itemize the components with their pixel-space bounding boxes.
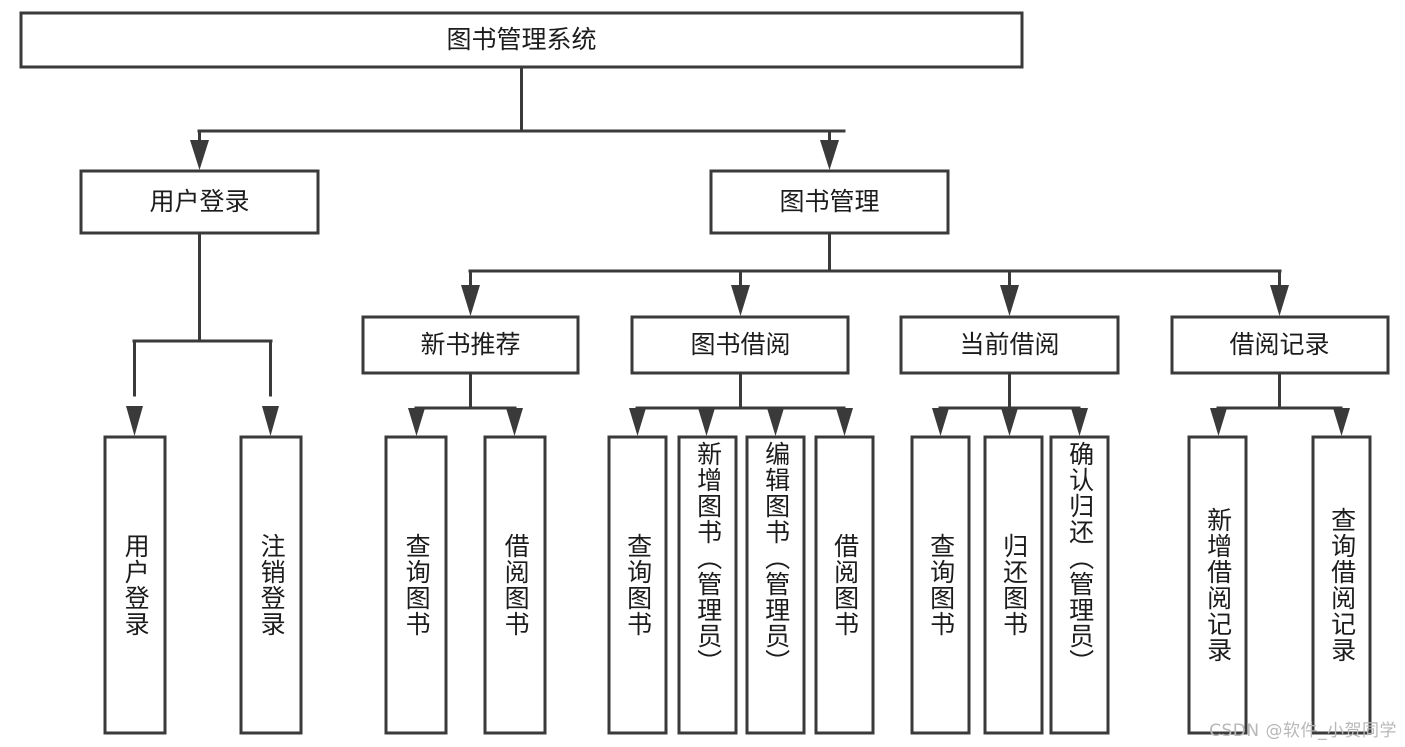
arrow-bm-to-borrow-record: [1270, 285, 1289, 316]
leaf-borrow-book-box[interactable]: [814, 435, 875, 735]
arrow-nbr-to-leaf-borrow-book: [506, 408, 523, 436]
node-book-borrow-label: 图书借阅: [690, 330, 790, 359]
arrow-nbr-to-leaf-query-book: [408, 408, 425, 436]
arrow-bm-to-current-borrow: [1000, 285, 1019, 316]
arrow-br-to-leaf-query-record: [1333, 408, 1350, 436]
node-current-borrow[interactable]: 当前借阅: [899, 315, 1120, 375]
node-new-book-recommend-box[interactable]: [361, 315, 580, 375]
leaf-add-book-admin-box[interactable]: [677, 435, 738, 735]
node-borrow-record[interactable]: 借阅记录: [1170, 315, 1390, 375]
node-book-manage-label: 图书管理: [779, 187, 879, 216]
arrow-cb-to-leaf-return-book: [1001, 408, 1018, 436]
node-root-box[interactable]: [19, 11, 1024, 69]
node-borrow-record-label: 借阅记录: [1229, 330, 1329, 359]
node-borrow-record-box[interactable]: [1170, 315, 1390, 375]
arrow-root-to-user-login: [190, 140, 209, 170]
connector-group-book-manage: [461, 231, 1289, 316]
node-book-borrow[interactable]: 图书借阅: [630, 315, 850, 375]
node-root-label: 图书管理系统: [446, 25, 596, 54]
node-book-manage[interactable]: 图书管理: [709, 169, 950, 235]
connector-group-book-borrow: [629, 371, 853, 436]
leaf-boxes: [103, 435, 1372, 735]
node-user-login-box[interactable]: [79, 169, 320, 235]
connector-group-root: [190, 65, 846, 170]
node-new-book-recommend[interactable]: 新书推荐: [361, 315, 580, 375]
leaf-user-logout-box[interactable]: [239, 435, 303, 735]
leaf-query-book-current-box[interactable]: [910, 435, 971, 735]
arrow-cb-to-leaf-query-book: [932, 408, 949, 436]
leaf-add-borrow-record-box[interactable]: [1187, 435, 1248, 735]
node-user-login-label: 用户登录: [149, 187, 249, 216]
node-current-borrow-box[interactable]: [899, 315, 1120, 375]
node-user-login[interactable]: 用户登录: [79, 169, 320, 235]
leaf-query-book-rec-box[interactable]: [384, 435, 448, 735]
node-book-borrow-box[interactable]: [630, 315, 850, 375]
leaf-return-book-box[interactable]: [983, 435, 1044, 735]
watermark-text: CSDN @软件_小贺同学: [1209, 721, 1397, 741]
arrow-root-to-book-manage: [820, 140, 839, 170]
connector-group-borrow-record: [1210, 371, 1350, 436]
node-book-manage-box[interactable]: [709, 169, 950, 235]
leaf-query-book-borrow-box[interactable]: [607, 435, 668, 735]
arrow-cb-to-leaf-confirm-return: [1071, 408, 1088, 436]
leaf-borrow-book-rec-box[interactable]: [483, 435, 547, 735]
arrow-ul-to-leaf-user-logout: [262, 406, 279, 436]
arrow-bb-to-leaf-edit-book: [767, 408, 784, 436]
arrow-bb-to-leaf-borrow-book: [836, 408, 853, 436]
leaf-query-borrow-record-box[interactable]: [1311, 435, 1372, 735]
leaf-edit-book-admin-box[interactable]: [745, 435, 806, 735]
connector-group-user-login: [126, 231, 279, 436]
node-new-book-recommend-label: 新书推荐: [420, 330, 520, 359]
leaf-user-login-box[interactable]: [103, 435, 167, 735]
arrow-bm-to-new-book-recommend: [461, 285, 480, 316]
node-current-borrow-label: 当前借阅: [959, 330, 1059, 359]
arrow-ul-to-leaf-user-login: [126, 406, 143, 436]
arrow-br-to-leaf-add-record: [1210, 408, 1227, 436]
leaf-confirm-return-admin-box[interactable]: [1049, 435, 1110, 735]
connector-group-current-borrow: [932, 371, 1088, 436]
arrow-bb-to-leaf-query-book: [629, 408, 646, 436]
arrow-bb-to-leaf-add-book: [698, 408, 715, 436]
node-root[interactable]: 图书管理系统: [19, 11, 1024, 69]
arrow-bm-to-book-borrow: [731, 285, 750, 316]
connector-group-new-book-recommend: [408, 371, 523, 436]
